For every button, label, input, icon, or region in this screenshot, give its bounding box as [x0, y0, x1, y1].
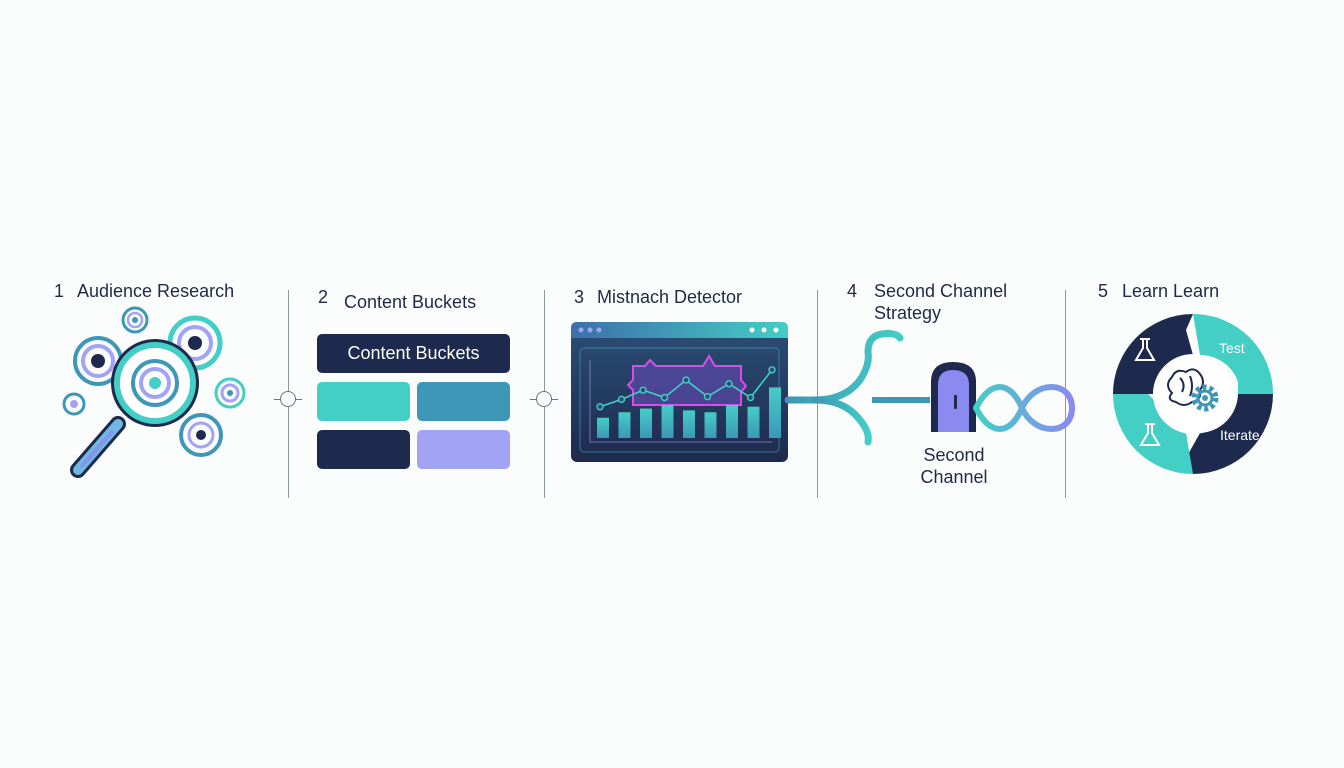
step-4-title: Second Channel Strategy [874, 281, 1008, 323]
step-5-number: 5 [1098, 281, 1109, 301]
chart-bar [747, 406, 760, 438]
connector-node-2 [530, 391, 558, 407]
connector-node-1 [274, 391, 302, 407]
infinity-icon [973, 384, 1075, 432]
chart-point [596, 403, 604, 411]
step-3-number: 3 [574, 287, 585, 307]
flask-icon [1134, 338, 1156, 361]
chart-bar [661, 404, 674, 438]
chart-bar [597, 417, 609, 438]
second-channel-label-line1: Second [923, 445, 985, 465]
target-icon [214, 377, 246, 409]
chart-point [768, 366, 776, 374]
content-bucket-tile [317, 430, 410, 469]
step-1-number: 1 [54, 281, 65, 301]
chart-point [703, 392, 712, 401]
target-icon [179, 413, 223, 457]
target-icon [121, 306, 149, 334]
chart-point [660, 393, 669, 402]
second-channel-label-line2: Channel [920, 467, 988, 487]
cycle-arrow-segments [1113, 314, 1273, 474]
chart-point [725, 380, 733, 388]
chart-point [746, 393, 755, 402]
cycle-label-test: Test [1219, 340, 1245, 356]
gear-icon [1191, 384, 1219, 412]
chart-point [682, 376, 690, 384]
rotary-phone-icon [784, 330, 976, 446]
chart-bar [618, 412, 631, 438]
second-channel-label: Second Channel [904, 444, 1004, 488]
flask-icon [1139, 423, 1161, 446]
chart-bar [704, 412, 717, 438]
step-5-title: Learn Learn [1122, 281, 1220, 301]
content-bucket-tile [317, 382, 410, 421]
content-bucket-tile [417, 382, 510, 421]
content-bucket-tile [417, 430, 510, 469]
step-4-number: 4 [847, 281, 858, 301]
chart-bar [769, 387, 781, 438]
brain-icon [1167, 368, 1204, 406]
step-2-title: Content Buckets [344, 292, 477, 312]
chart-point [617, 395, 626, 404]
chart-bar [640, 408, 652, 438]
content-buckets-header: Content Buckets [317, 334, 510, 373]
step-1-title: Audience Research [77, 281, 235, 301]
magnifier-icon [70, 339, 199, 478]
chart-bar [683, 410, 695, 438]
chart-point [639, 386, 647, 394]
target-icon [62, 392, 86, 416]
step-3-title: Mistnach Detector [597, 287, 743, 307]
chart-bar [726, 404, 738, 438]
step-2-number: 2 [318, 287, 329, 307]
divider-3 [817, 290, 818, 498]
bar-series [597, 387, 781, 438]
cycle-label-iterate: Iterate [1220, 427, 1260, 443]
trend-line-series [596, 366, 776, 411]
